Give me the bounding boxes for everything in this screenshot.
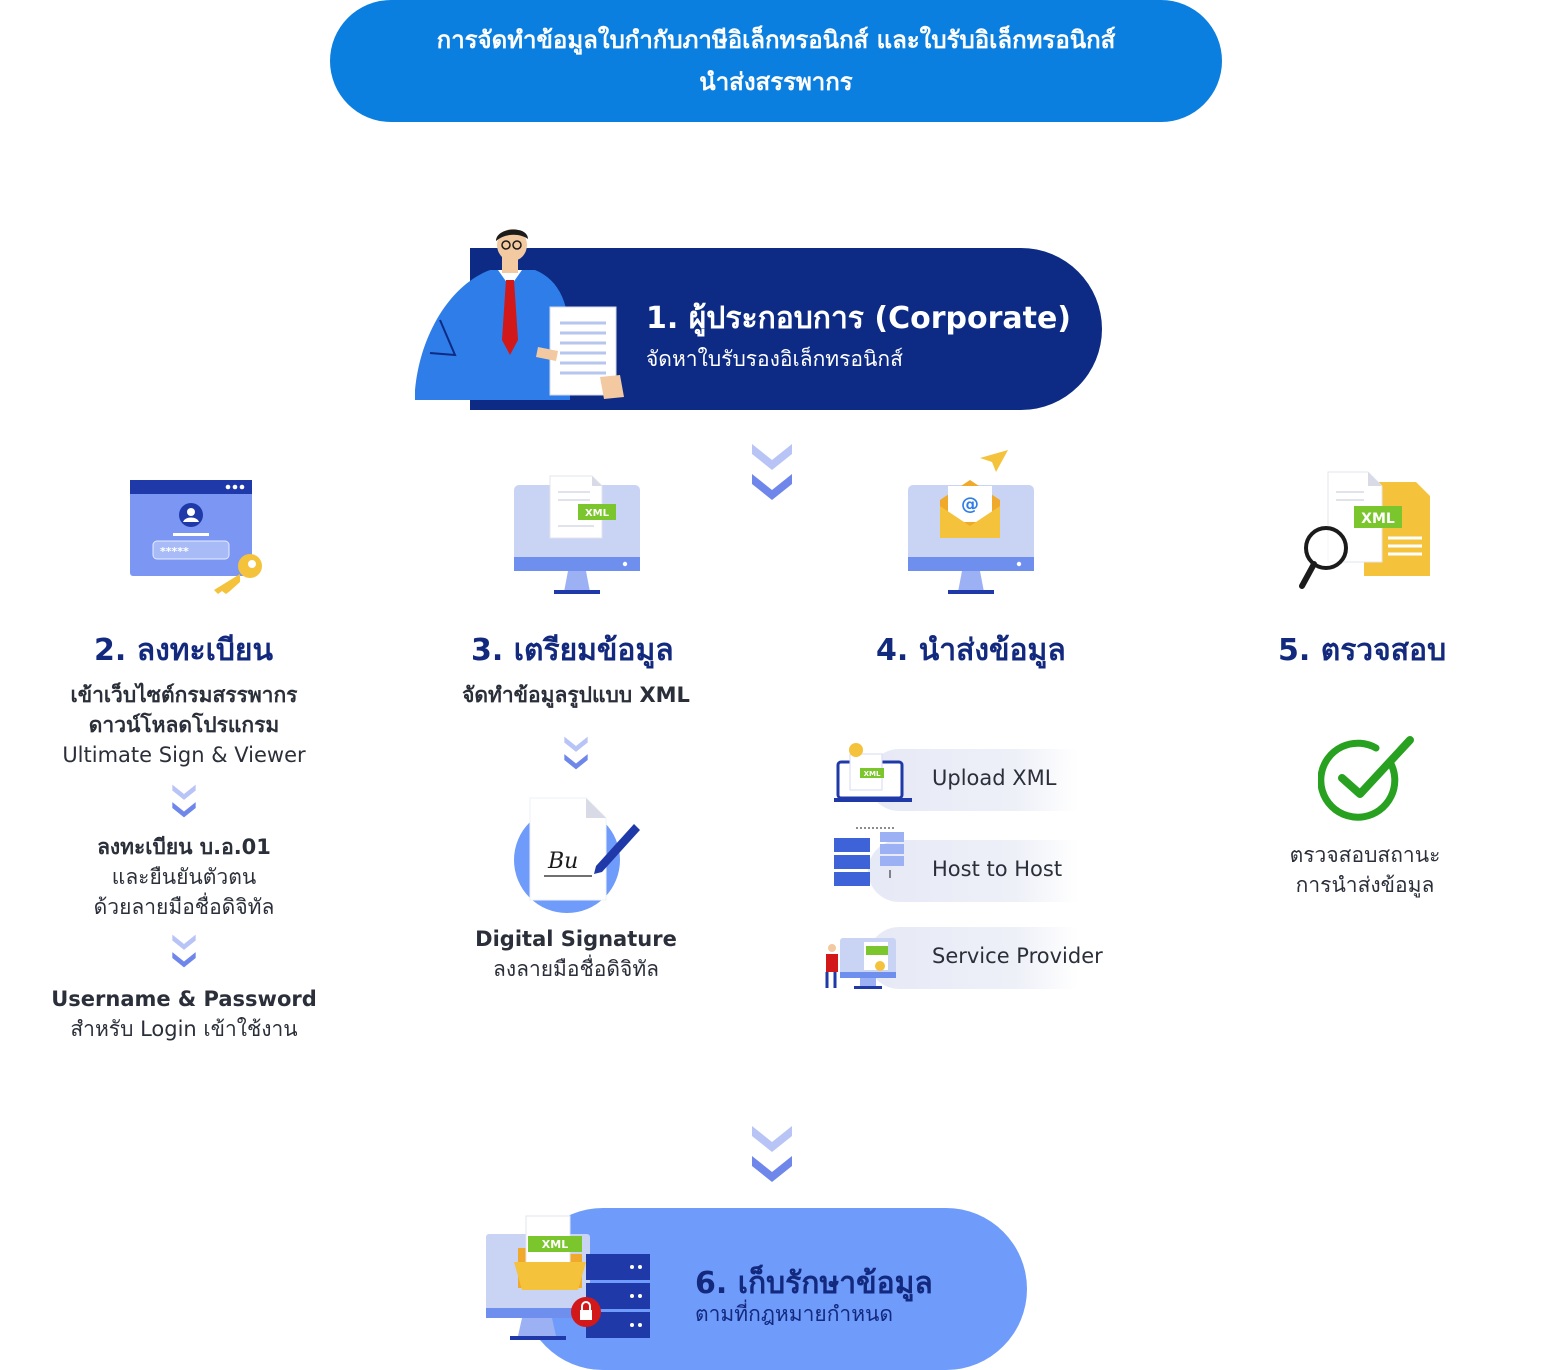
login-window-icon: ***** (130, 480, 262, 594)
xml-badge-text: XML (585, 508, 610, 519)
step3-text: จัดทำข้อมูลรูปแบบ XML (462, 683, 690, 707)
step2-block2-line: ลงทะเบียน บ.อ.01 (97, 835, 271, 859)
header-line-2: นำส่งสรรพากร (699, 68, 853, 96)
step5-text: ตรวจสอบสถานะ การนำส่งข้อมูล (1215, 840, 1515, 900)
digital-signature-title: Digital Signature (475, 927, 677, 951)
step2-block1-line: Ultimate Sign & Viewer (62, 743, 306, 767)
option-host-to-host: Host to Host (932, 857, 1063, 881)
step4-title: 4. นำส่งข้อมูล (876, 633, 1066, 668)
chevron-down-icon (170, 932, 198, 970)
service-provider-icon (825, 938, 896, 989)
digital-signature-icon: Bu (514, 797, 640, 913)
step2-block3-line: Username & Password (51, 987, 317, 1011)
step2-block3: Username & Password สำหรับ Login เข้าใช้… (34, 984, 334, 1044)
monitor-email-icon: @ (908, 450, 1034, 594)
servers-icon (834, 827, 904, 886)
step2-block1-line: ดาวน์โหลดโปรแกรม (88, 713, 280, 737)
step2-block2-line: และยืนยันตัวตน (111, 865, 257, 889)
xml-search-icon: XML (1299, 471, 1430, 589)
step6-title: 6. เก็บรักษาข้อมูล (695, 1266, 933, 1301)
step2-title: 2. ลงทะเบียน (94, 633, 274, 668)
step2-block2: ลงทะเบียน บ.อ.01 และยืนยันตัวตน ด้วยลายม… (34, 832, 334, 922)
step3-title: 3. เตรียมข้อมูล (471, 633, 674, 668)
step1-title: 1. ผู้ประกอบการ (Corporate) (646, 301, 1072, 336)
storage-server-icon: XML (486, 1215, 650, 1340)
step5-text-line: ตรวจสอบสถานะ (1289, 843, 1441, 867)
check-circle-icon (1318, 736, 1414, 821)
xml-badge-text: XML (542, 1238, 568, 1251)
xml-badge-text: XML (1361, 511, 1395, 527)
businessman-illustration (415, 229, 624, 400)
xml-badge-text: XML (864, 770, 881, 778)
monitor-xml-icon: XML (514, 475, 640, 594)
service-provider-option (868, 927, 1078, 989)
step5-title: 5. ตรวจสอบ (1278, 633, 1447, 668)
option-service-provider: Service Provider (932, 944, 1103, 968)
step6-subtitle: ตามที่กฎหมายกำหนด (695, 1302, 894, 1326)
chevron-down-icon (748, 440, 796, 504)
chevron-down-icon (748, 1122, 796, 1186)
step2-block3-line: สำหรับ Login เข้าใช้งาน (70, 1017, 298, 1041)
step3-signature-caption: Digital Signature ลงลายมือชื่อดิจิทัล (426, 924, 726, 984)
header-line-1: การจัดทำข้อมูลใบกำกับภาษีอิเล็กทรอนิกส์ … (436, 26, 1116, 54)
signature-text: Bu (547, 849, 578, 874)
chevron-down-icon (170, 782, 198, 820)
password-mask-text: ***** (160, 545, 189, 558)
at-sign-text: @ (961, 494, 979, 515)
digital-signature-subtitle: ลงลายมือชื่อดิจิทัล (492, 957, 660, 981)
step1-subtitle: จัดหาใบรับรองอิเล็กทรอนิกส์ (646, 347, 903, 371)
step5-text-line: การนำส่งข้อมูล (1295, 873, 1435, 897)
laptop-upload-icon: XML (834, 743, 912, 802)
header-banner: การจัดทำข้อมูลใบกำกับภาษีอิเล็กทรอนิกส์ … (330, 0, 1222, 122)
chevron-down-icon (562, 734, 590, 772)
option-upload-xml: Upload XML (932, 766, 1057, 790)
step2-block1-line: เข้าเว็บไซต์กรมสรรพากร (70, 683, 298, 707)
step2-block1: เข้าเว็บไซต์กรมสรรพากร ดาวน์โหลดโปรแกรม … (34, 680, 334, 770)
step2-block2-line: ด้วยลายมือชื่อดิจิทัล (93, 895, 275, 919)
